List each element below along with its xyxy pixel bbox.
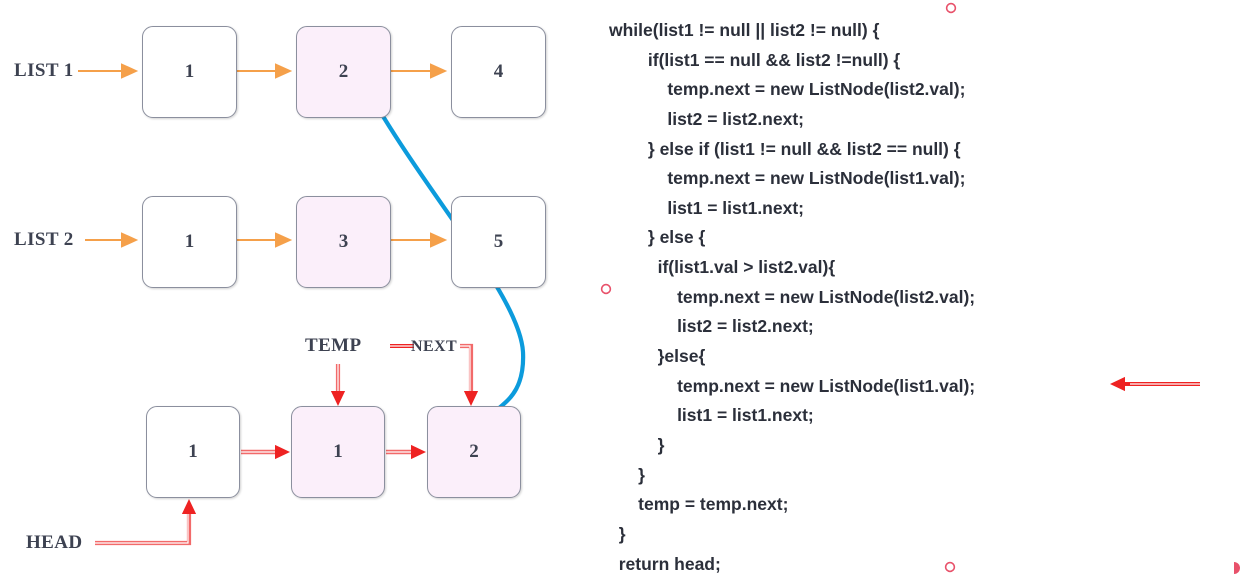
code-line: } — [609, 523, 626, 544]
temp-pointer-label: TEMP — [305, 335, 362, 356]
node-value: 1 — [333, 441, 343, 462]
list1-node-1[interactable]: 2 — [296, 26, 391, 118]
code-line: temp = temp.next; — [609, 494, 789, 515]
code-block: while(list1 != null || list2 != null) { … — [609, 16, 1229, 579]
node-value: 4 — [493, 61, 504, 82]
code-line: } else if (list1 != null && list2 == nul… — [609, 138, 961, 159]
code-line: while(list1 != null || list2 != null) { — [609, 20, 880, 40]
list1-label: LIST 1 — [14, 60, 74, 81]
code-line: list2 = list2.next; — [609, 108, 804, 129]
result-node-2[interactable]: 2 — [427, 406, 521, 498]
code-line: } else { — [609, 227, 706, 248]
code-line: temp.next = new ListNode(list2.val); — [609, 79, 966, 100]
result-node-1[interactable]: 1 — [291, 406, 385, 498]
node-value: 1 — [188, 441, 198, 462]
code-line: list1 = list1.next; — [609, 197, 804, 218]
node-value: 1 — [184, 61, 195, 82]
code-line: temp.next = new ListNode(list1.val); — [609, 375, 976, 396]
code-line: }else{ — [609, 346, 706, 367]
node-value: 2 — [338, 61, 349, 82]
list1-node-2[interactable]: 4 — [451, 26, 546, 118]
list2-node-1[interactable]: 3 — [296, 196, 391, 288]
code-line: temp.next = new ListNode(list2.val); — [609, 286, 976, 307]
code-line: return head; — [609, 553, 721, 574]
result-node-0[interactable]: 1 — [146, 406, 240, 498]
list2-label: LIST 2 — [14, 229, 74, 250]
next-pointer-label: NEXT — [411, 338, 458, 355]
code-line: list2 = list2.next; — [609, 316, 814, 337]
code-line: if(list1.val > list2.val){ — [609, 257, 836, 278]
head-pointer-label: HEAD — [26, 532, 83, 553]
list2-node-0[interactable]: 1 — [142, 196, 237, 288]
node-value: 2 — [469, 441, 479, 462]
node-value: 1 — [184, 231, 195, 252]
list1-node-0[interactable]: 1 — [142, 26, 237, 118]
node-value: 5 — [493, 231, 504, 252]
head-pointer-arrow — [95, 498, 197, 546]
node-value: 3 — [338, 231, 349, 252]
ink-artifact-edge — [1234, 562, 1240, 574]
code-line: temp.next = new ListNode(list1.val); — [609, 168, 966, 189]
code-line: } — [609, 464, 645, 485]
list2-node-2[interactable]: 5 — [451, 196, 546, 288]
code-line: list1 = list1.next; — [609, 405, 814, 426]
code-line: if(list1 == null && list2 !=null) { — [609, 49, 901, 70]
code-line: } — [609, 434, 665, 455]
